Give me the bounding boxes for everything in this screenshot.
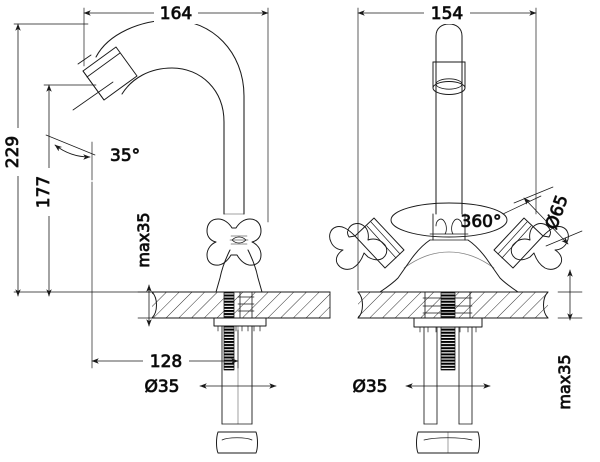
- dim-label-d65: Ø65: [542, 192, 573, 232]
- dimension-360deg: 360°: [460, 195, 542, 232]
- dimension-max35-left: max35: [134, 212, 159, 327]
- aerator-angled: [72, 46, 138, 111]
- front-spout-column: [432, 23, 466, 215]
- side-view: 164 229 177 35° max35: [3, 3, 331, 454]
- front-shank-assembly: [413, 291, 483, 454]
- side-deck-section: [151, 291, 331, 319]
- dimension-d35-right: Ø35: [352, 377, 491, 397]
- swivel-ellipse: [390, 202, 508, 238]
- dim-label-128: 128: [150, 352, 182, 372]
- dim-label-154: 154: [431, 4, 463, 24]
- dimension-d35-left: Ø35: [144, 377, 277, 397]
- dimension-229: 229: [3, 23, 157, 297]
- dim-label-max35-right: max35: [555, 354, 574, 409]
- dim-label-d35-left: Ø35: [144, 377, 179, 397]
- dimension-max35-right: max35: [555, 269, 583, 410]
- spout-body: [95, 19, 245, 215]
- dimension-d65: Ø65: [513, 186, 583, 247]
- dim-label-164: 164: [160, 4, 192, 24]
- dim-label-229: 229: [3, 136, 23, 168]
- dim-label-177: 177: [34, 176, 54, 208]
- dim-label-max35-left: max35: [134, 212, 153, 267]
- dimension-128: 128: [91, 181, 239, 372]
- dimension-164: 164: [83, 3, 269, 223]
- side-cross-handle: [206, 218, 263, 293]
- dimension-35deg: 35°: [45, 134, 141, 181]
- dim-label-360deg: 360°: [461, 212, 502, 232]
- front-handle-left: [329, 217, 405, 270]
- side-shank-assembly: [213, 291, 267, 454]
- dim-label-d35-right: Ø35: [352, 377, 387, 397]
- dimension-177: 177: [34, 84, 97, 297]
- dimension-154: 154: [357, 3, 537, 291]
- front-view: 154 360° Ø65 Ø35 max35: [329, 3, 583, 454]
- dim-label-35deg: 35°: [110, 146, 140, 166]
